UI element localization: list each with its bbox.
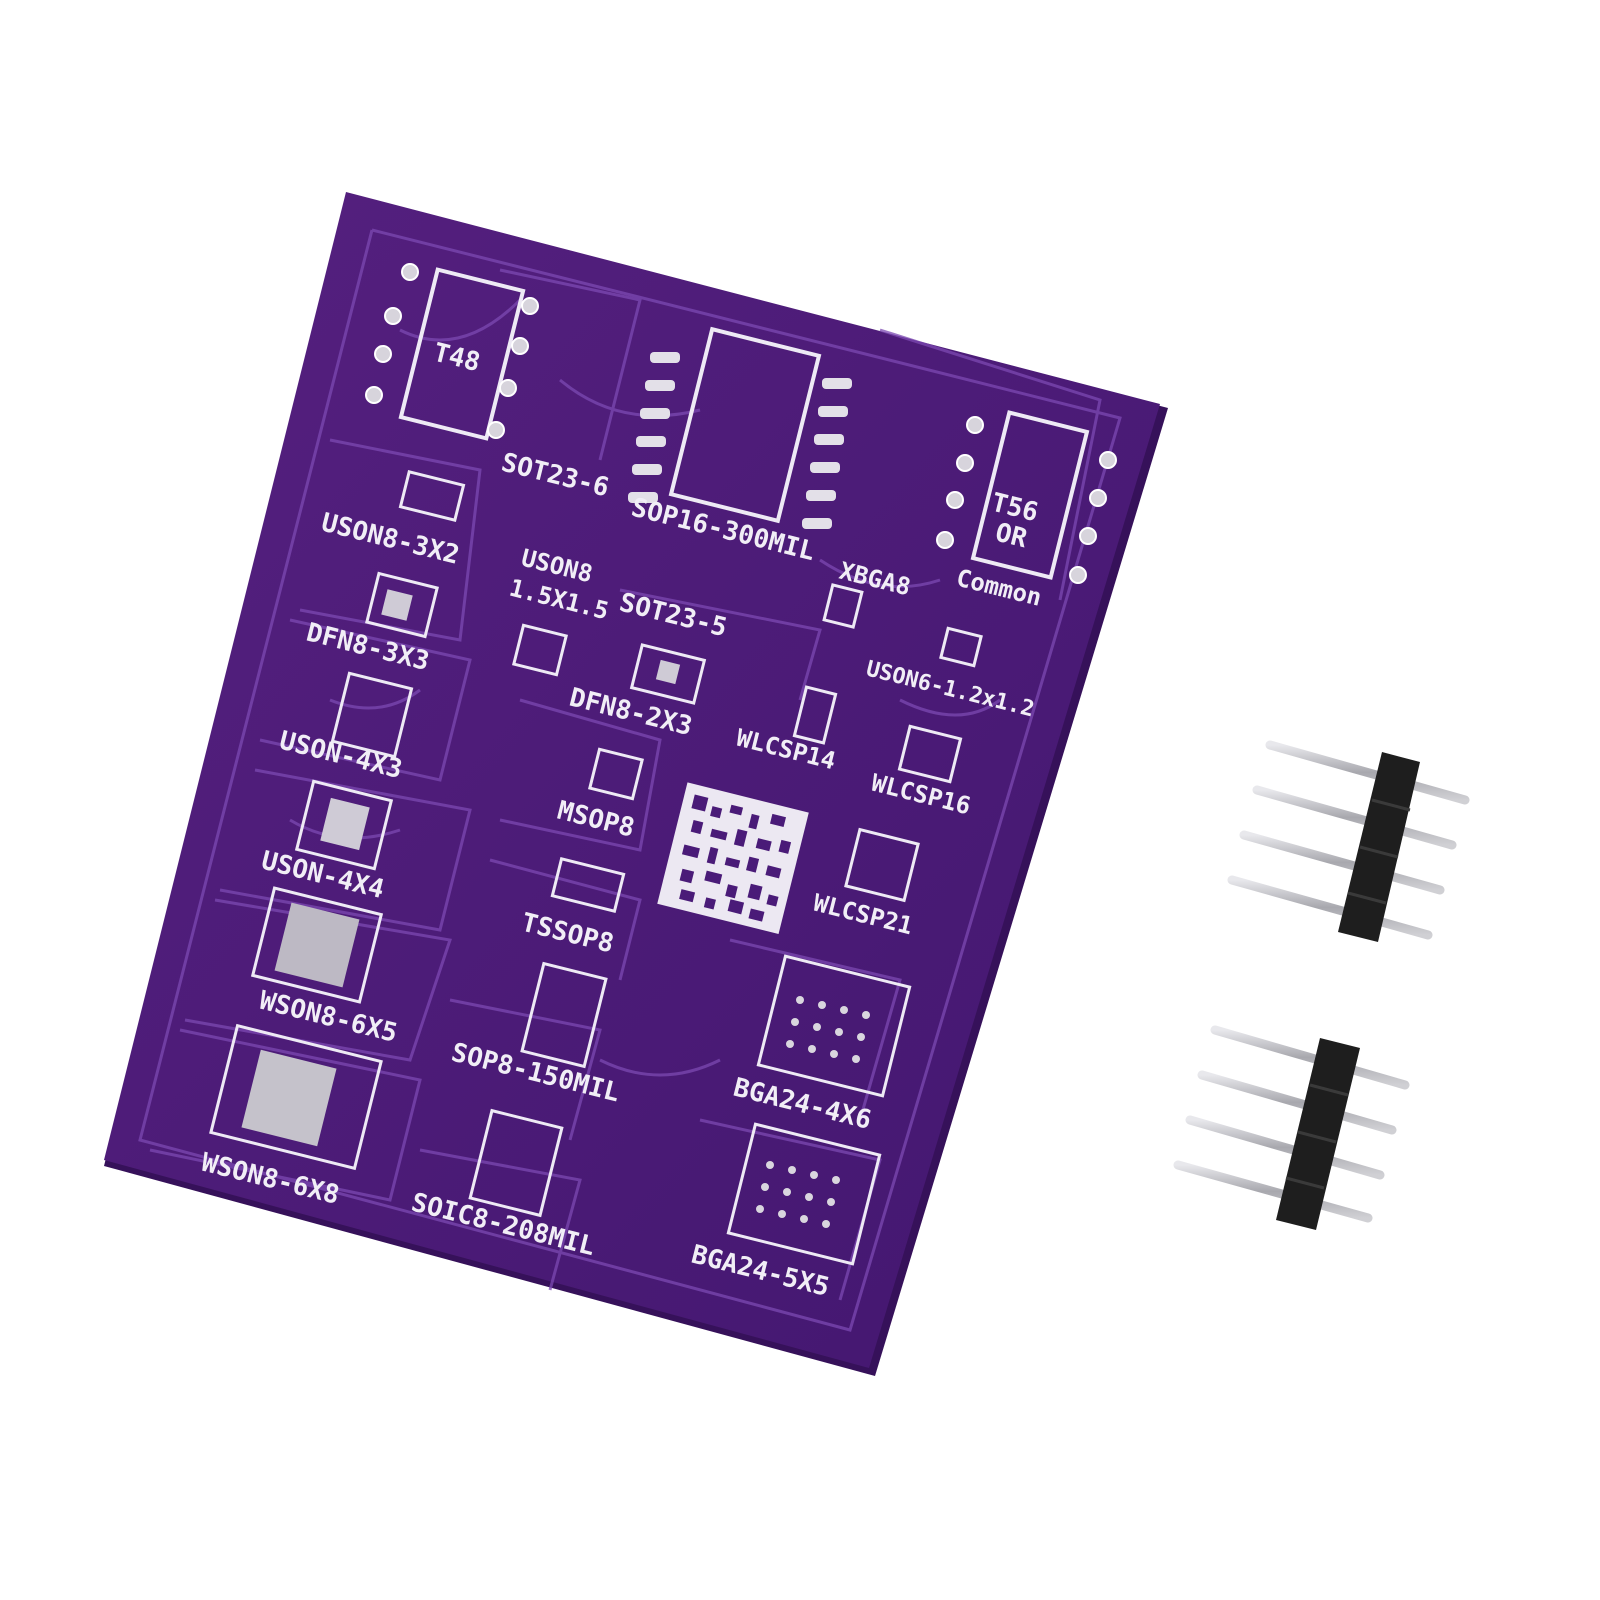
t48-footprint — [365, 263, 539, 441]
t56-footprint — [936, 410, 1117, 584]
label-t56-line2: OR — [992, 518, 1030, 555]
adapter-pcb-board: T48 SOT23-6 SOP16-300MIL USON8-3X2 USON8… — [104, 192, 1168, 1376]
sop16-footprint — [628, 326, 852, 529]
pin-header-2 — [1173, 1025, 1410, 1230]
bga-dots — [756, 996, 870, 1228]
qr-code — [657, 782, 809, 934]
header-2-plastic — [1276, 1038, 1360, 1230]
board-surface — [104, 192, 1160, 1368]
header-1-plastic — [1338, 752, 1420, 942]
exposed-pads — [241, 589, 681, 1147]
pin-header-1 — [1227, 740, 1470, 942]
small-footprints — [209, 469, 983, 1266]
